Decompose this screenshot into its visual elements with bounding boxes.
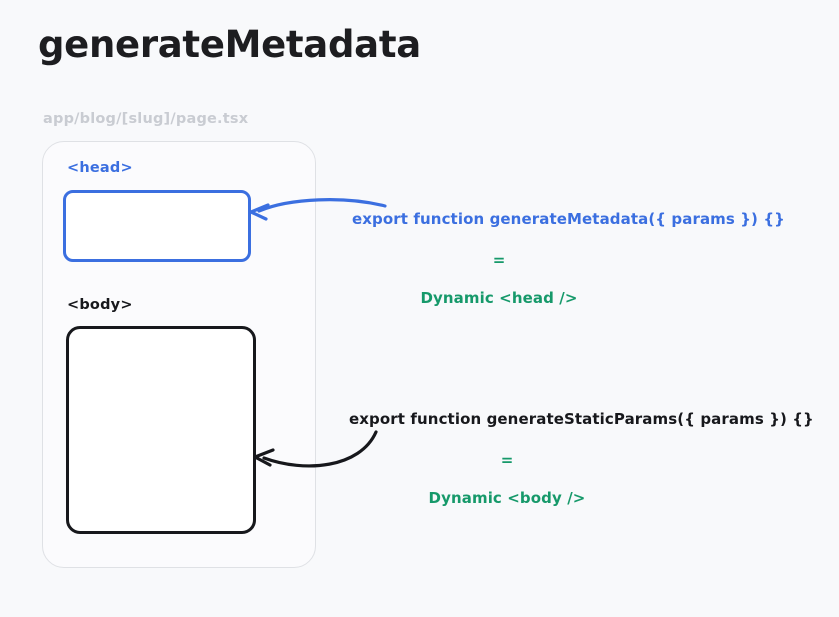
head-section-label: <head>: [67, 160, 133, 176]
body-box: [66, 326, 256, 534]
annotation-generate-static-params: export function generateStaticParams({ p…: [349, 412, 814, 507]
page-title: generateMetadata: [38, 23, 421, 66]
annotation-signature: export function generateMetadata({ param…: [352, 210, 785, 228]
head-box: [63, 190, 251, 262]
annotation-signature: export function generateStaticParams({ p…: [349, 410, 814, 428]
file-path-label: app/blog/[slug]/page.tsx: [43, 111, 249, 127]
annotation-result: Dynamic <head />: [420, 289, 578, 307]
body-section-label: <body>: [67, 297, 133, 313]
annotation-equals: =: [500, 451, 514, 469]
annotation-result: Dynamic <body />: [428, 489, 586, 507]
annotation-generate-metadata: export function generateMetadata({ param…: [352, 212, 785, 307]
annotation-equals: =: [492, 251, 506, 269]
